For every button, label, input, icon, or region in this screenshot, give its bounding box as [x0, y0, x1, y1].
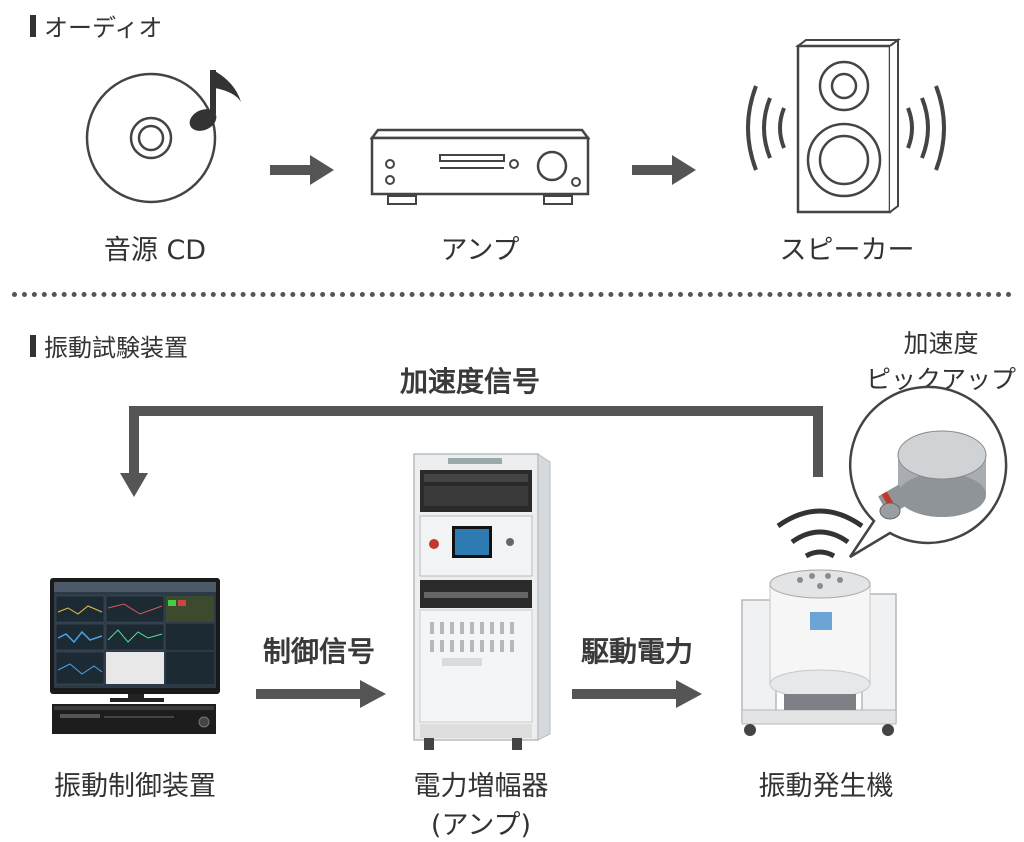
cd-label: 音源 CD [103, 235, 207, 266]
accelerometer-icon [878, 430, 987, 520]
controller-label: 振動制御装置 [54, 771, 216, 802]
vibration-section-title: 振動試験装置 [30, 328, 188, 363]
feedback-arrow [120, 406, 823, 497]
vibration-title-text: 振動試験装置 [44, 334, 188, 362]
accel-signal-label: 加速度信号 [399, 365, 540, 398]
title-marker [30, 14, 36, 37]
section-divider [12, 292, 1012, 297]
music-note-icon [189, 70, 241, 131]
sound-waves-right [906, 85, 946, 171]
amp-label: アンプ [440, 235, 520, 266]
title-marker [30, 334, 36, 357]
pickup-bubble [848, 385, 1008, 559]
pickup-label: 加速度 ピックアップ [866, 324, 1016, 396]
audio-title-text: オーディオ [44, 14, 163, 42]
shaker-label: 振動発生機 [758, 771, 894, 802]
power-amplifier-rack [413, 453, 551, 750]
sound-waves-left [746, 85, 786, 171]
drive-power-arrow [572, 680, 702, 708]
amplifier-label-line1: 電力増幅器 [413, 771, 549, 802]
amplifier-label-line2: (アンプ) [430, 810, 532, 841]
audio-arrow-1 [270, 155, 334, 185]
controller-pc [50, 578, 220, 734]
speaker-icon [746, 38, 946, 214]
cd-icon [85, 70, 241, 204]
amplifier-icon [369, 128, 591, 205]
audio-arrow-2 [632, 155, 696, 185]
control-signal-label: 制御信号 [262, 635, 375, 668]
speaker-label: スピーカー [779, 235, 915, 266]
control-signal-arrow [256, 680, 386, 708]
audio-section-title: オーディオ [30, 8, 162, 43]
vibration-waves-icon [776, 508, 864, 559]
pickup-label-line1: 加速度 [903, 329, 979, 358]
vibration-shaker [741, 508, 897, 736]
drive-power-label: 駆動電力 [580, 635, 693, 668]
amplifier-label: 電力増幅器 (アンプ) [396, 764, 566, 842]
